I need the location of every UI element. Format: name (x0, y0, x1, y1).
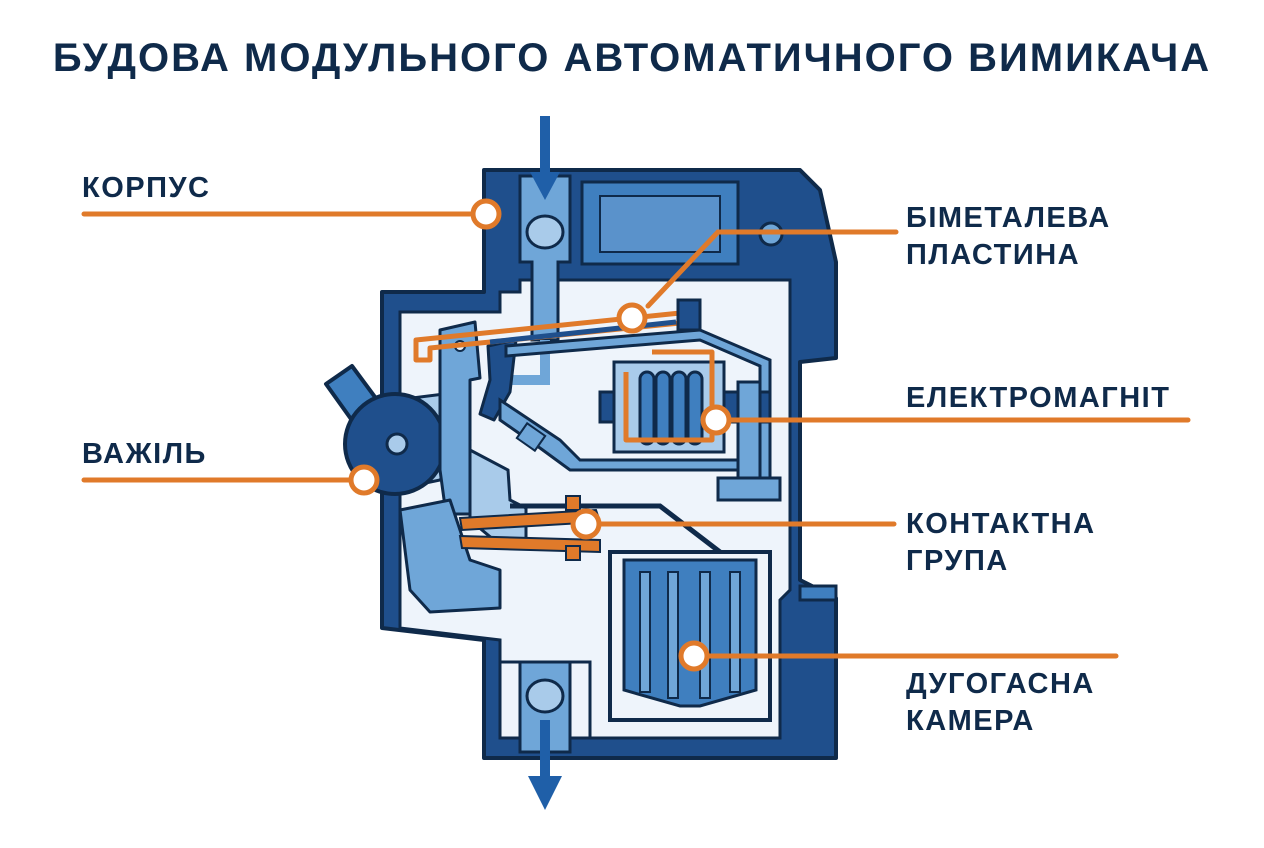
leader-bimetal (645, 229, 899, 309)
label-electromagnet-text: ЕЛЕКТРОМАГНІТ (906, 382, 1171, 414)
top-terminal-slot (599, 195, 721, 253)
lower-mechanism (398, 498, 502, 614)
label-bimetal: БІМЕТАЛЕВА ПЛАСТИНА (906, 200, 1111, 274)
contact-stud-top (565, 495, 581, 511)
label-contact-line1: КОНТАКТНА (906, 508, 1096, 540)
marker-housing (470, 198, 502, 230)
label-housing: КОРПУС (82, 170, 210, 207)
label-electromagnet: ЕЛЕКТРОМАГНІТ (906, 380, 1170, 417)
marker-lever (348, 464, 380, 496)
label-housing-text: КОРПУС (82, 172, 211, 204)
current-in-arrow (530, 116, 560, 200)
trip-small-block (515, 421, 547, 453)
magnet-base (716, 476, 782, 502)
bimetal-adjust-screw (676, 298, 702, 332)
bottom-channel-wall (498, 640, 592, 738)
label-lever-text: ВАЖІЛЬ (82, 438, 207, 470)
label-arc-line2: КАМЕРА (906, 705, 1035, 738)
lever-pivot (385, 432, 409, 456)
label-lever: ВАЖІЛЬ (82, 436, 207, 473)
magnet-coil (638, 370, 704, 446)
contact-arm (510, 503, 722, 554)
label-arc-chute: ДУГОГАСНА КАМЕРА (906, 666, 1095, 740)
contact-group (458, 495, 722, 561)
diagram-title: БУДОВА МОДУЛЬНОГО АВТОМАТИЧНОГО ВИМИКАЧА (52, 36, 1212, 80)
label-contact-line2: ГРУПА (906, 545, 1009, 578)
electromagnet (598, 349, 782, 502)
bottom-terminal-screw (525, 678, 565, 714)
arc-chute-body (622, 558, 758, 708)
top-terminal-channel (518, 174, 572, 342)
magnet-plunger (736, 380, 762, 480)
top-terminal-screw (525, 214, 565, 250)
housing-right-notch (798, 584, 838, 602)
current-out-arrow (528, 720, 562, 810)
marker-contact (570, 508, 602, 540)
marker-electromagnet (700, 404, 732, 436)
magnet-coil-wire (623, 349, 715, 443)
arc-chute (608, 550, 772, 722)
label-arc-line1: ДУГОГАСНА (906, 668, 1095, 700)
marker-bimetal (616, 302, 648, 334)
marker-arc (678, 640, 710, 672)
callout-markers (348, 198, 732, 672)
label-contact: КОНТАКТНА ГРУПА (906, 506, 1096, 580)
callout-leaders (81, 211, 1191, 659)
label-bimetal-line2: ПЛАСТИНА (906, 239, 1081, 272)
arc-chute-plates (639, 571, 741, 699)
contact-stud-bottom (565, 545, 581, 561)
label-bimetal-line1: БІМЕТАЛЕВА (906, 202, 1111, 234)
